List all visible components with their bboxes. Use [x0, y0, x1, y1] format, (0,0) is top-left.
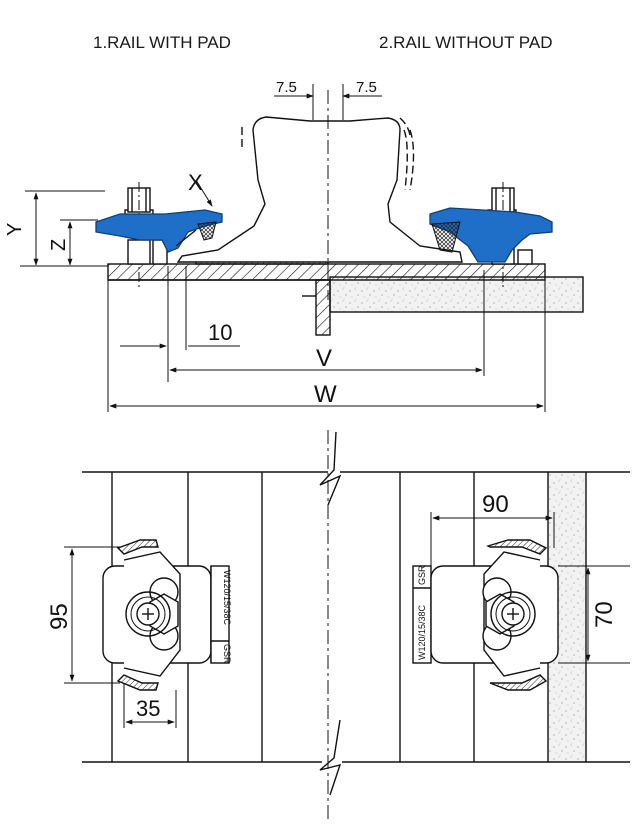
left-bolt-nut	[149, 593, 179, 635]
right-plan-fastener	[412, 539, 559, 691]
dim-z: Z	[48, 239, 70, 251]
left-plan-fastener	[102, 539, 230, 691]
right-clip-brand: GSR	[417, 565, 427, 585]
section-dimensions	[20, 93, 546, 412]
title-rail-without-pad: 2.RAIL WITHOUT PAD	[379, 33, 553, 52]
concrete-beam	[329, 276, 584, 313]
title-rail-with-pad: 1.RAIL WITH PAD	[93, 33, 231, 52]
dim-x: X	[188, 170, 203, 195]
left-clip	[95, 209, 223, 253]
right-clip-code: W120/15/38C	[417, 604, 427, 660]
dim-10: 10	[208, 320, 232, 345]
dim-7-5-left: 7.5	[276, 79, 297, 96]
dim-w: W	[314, 381, 337, 408]
left-clip-code: W120/15/38C	[222, 570, 232, 626]
dim-v: V	[316, 345, 332, 372]
plan-view	[82, 430, 630, 820]
dim-y: Y	[4, 223, 26, 236]
dim-7-5-right: 7.5	[356, 79, 377, 96]
dim-90: 90	[482, 491, 509, 518]
right-insulator	[431, 221, 461, 253]
rail-profile	[176, 116, 463, 263]
left-insulator	[197, 221, 217, 241]
dim-35: 35	[136, 696, 160, 721]
base-plate	[107, 263, 546, 281]
plan-dimensions	[64, 512, 630, 728]
section-view	[95, 84, 584, 336]
left-clip-brand: GSR	[222, 644, 232, 664]
dim-95: 95	[46, 603, 73, 630]
girder-web	[315, 279, 331, 336]
dim-70: 70	[591, 601, 618, 628]
right-fastener	[429, 182, 553, 290]
left-fastener	[95, 182, 223, 290]
